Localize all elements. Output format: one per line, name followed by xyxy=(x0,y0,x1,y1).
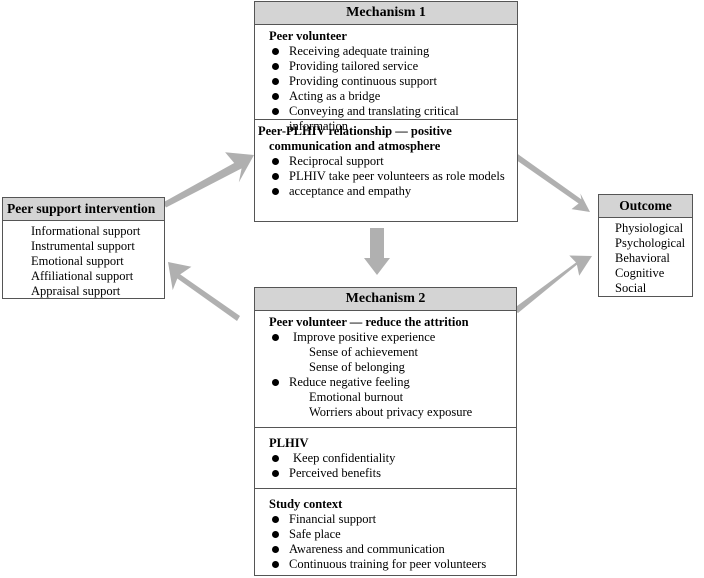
mechanism2-section-title: Peer volunteer — reduce the attrition xyxy=(269,315,469,329)
mechanism2-title: Mechanism 2 xyxy=(255,288,516,311)
intervention-item: Affiliational support xyxy=(31,269,134,283)
bullet-item: Improve positive experience xyxy=(269,330,516,345)
bullet-item: Continuous training for peer volunteers xyxy=(269,557,516,572)
arrow-mechanism1-to-outcome xyxy=(510,151,590,212)
bullet-item: Financial support xyxy=(269,512,516,527)
sub-item: Worriers about privacy exposure xyxy=(309,405,473,419)
bullet-item: PLHIV take peer volunteers as role model… xyxy=(269,169,517,184)
peer-support-intervention-title: Peer support intervention xyxy=(3,198,164,221)
sub-item: Sense of belonging xyxy=(309,360,405,374)
outcome-box: Outcome Physiological Psychological Beha… xyxy=(598,194,693,297)
arrow-mechanism1-to-mechanism2 xyxy=(364,228,390,275)
outcome-title: Outcome xyxy=(599,195,692,218)
intervention-item: Informational support xyxy=(31,224,141,238)
bullet-item: Reduce negative feeling xyxy=(269,375,516,390)
bullet-item: Conveying and translating critical infor… xyxy=(269,104,517,134)
mechanism2-section-title: Study context xyxy=(269,497,343,511)
sub-item: Sense of achievement xyxy=(309,345,418,359)
mechanism2-study-context-section: Study context Financial support Safe pla… xyxy=(255,488,516,576)
intervention-item: Emotional support xyxy=(31,254,124,268)
arrow-intervention-to-mechanism1 xyxy=(163,152,254,208)
bullet-item: Providing tailored service xyxy=(269,59,517,74)
outcome-item: Behavioral xyxy=(615,251,670,265)
outcome-item: Cognitive xyxy=(615,266,665,280)
mechanism2-peer-volunteer-section: Peer volunteer — reduce the attrition Im… xyxy=(255,311,516,427)
mechanism1-section-title: communication and atmosphere xyxy=(269,139,441,153)
bullet-item: Receiving adequate training xyxy=(269,44,517,59)
outcome-item: Social xyxy=(615,281,647,295)
mechanism1-title: Mechanism 1 xyxy=(255,2,517,25)
mechanism1-peer-volunteer-section: Peer volunteer Receiving adequate traini… xyxy=(255,25,517,133)
bullet-item: Perceived benefits xyxy=(269,466,516,481)
mechanism1-box: Mechanism 1 Peer volunteer Receiving ade… xyxy=(254,1,518,222)
bullet-item: Reciprocal support xyxy=(269,154,517,169)
outcome-item: Psychological xyxy=(615,236,686,250)
bullet-item: Keep confidentiality xyxy=(269,451,516,466)
outcome-item: Physiological xyxy=(615,221,684,235)
peer-support-intervention-box: Peer support intervention Informational … xyxy=(2,197,165,299)
mechanism2-box: Mechanism 2 Peer volunteer — reduce the … xyxy=(254,287,517,576)
intervention-item: Instrumental support xyxy=(31,239,135,253)
bullet-item: Safe place xyxy=(269,527,516,542)
intervention-item: Appraisal support xyxy=(31,284,121,298)
arrow-mechanism2-to-intervention xyxy=(168,262,240,321)
sub-item: Emotional burnout xyxy=(309,390,404,404)
bullet-item: Acting as a bridge xyxy=(269,89,517,104)
mechanism1-section-title: Peer volunteer xyxy=(269,29,347,43)
arrow-mechanism2-to-outcome xyxy=(513,255,592,313)
bullet-item: acceptance and empathy xyxy=(269,184,517,199)
mechanism1-relationship-section: Peer-PLHIV relationship — positive commu… xyxy=(255,119,517,203)
mechanism2-plhiv-section: PLHIV Keep confidentiality Perceived ben… xyxy=(255,427,516,488)
mechanism2-section-title: PLHIV xyxy=(269,436,309,450)
mechanism1-section-title: Peer-PLHIV relationship — positive xyxy=(258,124,452,138)
bullet-item: Awareness and communication xyxy=(269,542,516,557)
bullet-item: Providing continuous support xyxy=(269,74,517,89)
